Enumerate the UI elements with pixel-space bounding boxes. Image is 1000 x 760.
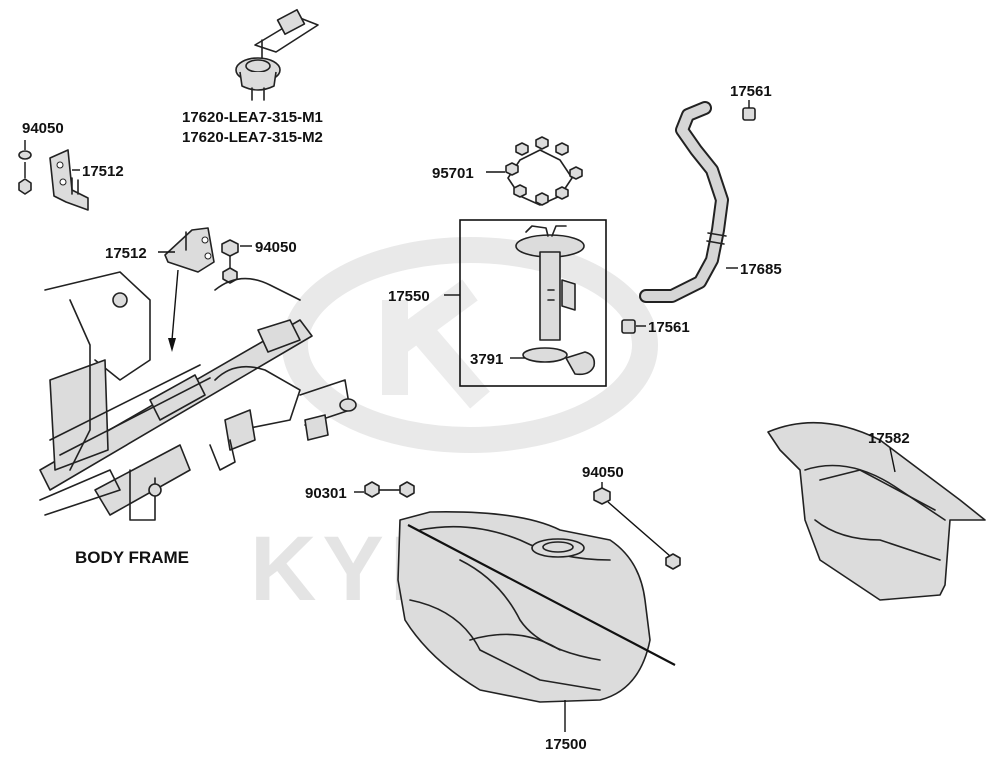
part-label-17550: 17550 xyxy=(388,288,430,305)
fuel-pump-icon xyxy=(515,225,596,376)
part-label-90301: 90301 xyxy=(305,485,347,502)
hose-clamp-top-icon xyxy=(742,107,756,121)
hose-clamp-bottom-icon xyxy=(621,319,636,334)
fuel-cap-key-icon xyxy=(235,8,319,101)
part-label-17561-bot: 17561 xyxy=(648,319,690,336)
mid-nut-icon xyxy=(221,239,239,284)
part-label-94050-bot: 94050 xyxy=(582,464,624,481)
fuel-hose-icon xyxy=(639,101,729,303)
heat-shield-icon xyxy=(767,421,986,601)
part-label-3791: 3791 xyxy=(470,351,503,368)
part-label-17561-top: 17561 xyxy=(730,83,772,100)
part-label-17620-m1: 17620-LEA7-315-M1 xyxy=(182,109,323,126)
part-label-17620-m2: 17620-LEA7-315-M2 xyxy=(182,129,323,146)
body-frame-drawing xyxy=(39,271,357,521)
part-label-17512-mid: 17512 xyxy=(105,245,147,262)
mid-bracket-icon xyxy=(164,227,215,273)
part-label-94050-top: 94050 xyxy=(22,120,64,137)
bracket-icon xyxy=(49,149,89,211)
part-label-17685: 17685 xyxy=(740,261,782,278)
nut-washer-icon xyxy=(18,140,32,195)
bolt-set-icon xyxy=(505,136,583,206)
part-label-95701: 95701 xyxy=(432,165,474,182)
part-label-94050-mid: 94050 xyxy=(255,239,297,256)
part-label-17512-top: 17512 xyxy=(82,163,124,180)
fuel-pump-frame xyxy=(459,219,607,387)
bolt-icon xyxy=(364,481,415,498)
part-label-17582: 17582 xyxy=(868,430,910,447)
part-label-17500: 17500 xyxy=(545,736,587,753)
fuel-tank-icon xyxy=(397,511,676,703)
body-frame-label: BODY FRAME xyxy=(75,548,189,567)
